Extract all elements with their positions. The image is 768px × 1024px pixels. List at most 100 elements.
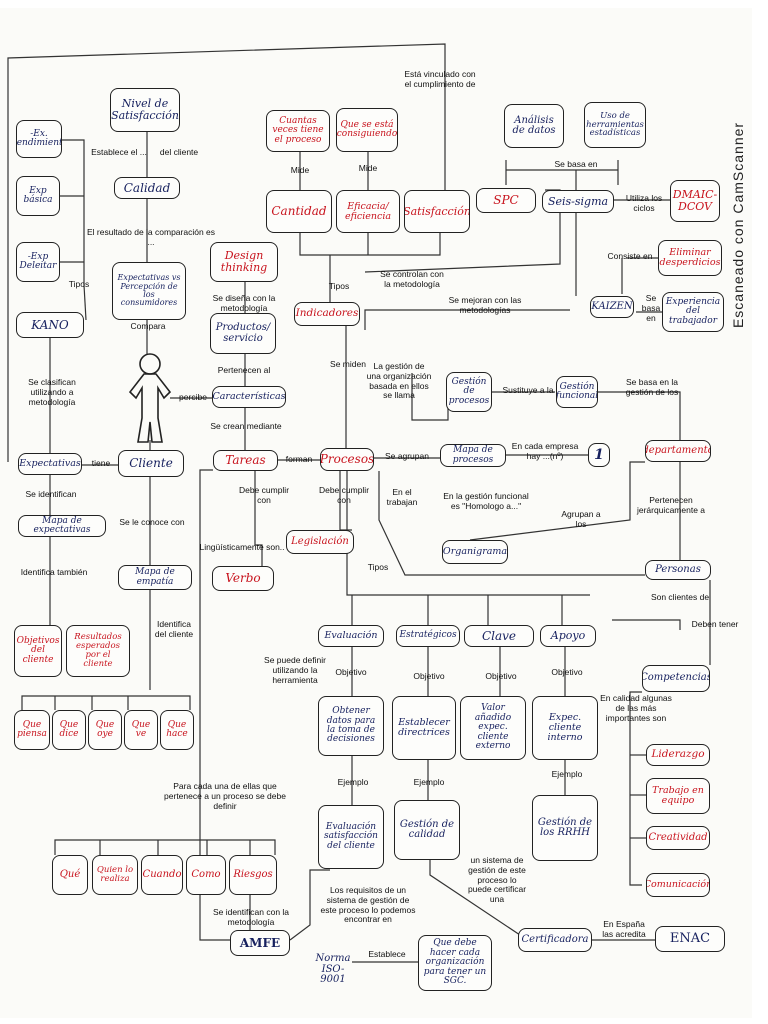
node-cliente: Cliente bbox=[118, 450, 184, 477]
node-p-cuando: Cuando bbox=[141, 855, 183, 895]
node-gestion-procesos: Gestión de procesos bbox=[446, 372, 492, 412]
node-nivel-satisfaccion: Nivel de Satisfacción bbox=[110, 88, 180, 132]
node-liderazgo: Liderazgo bbox=[646, 744, 710, 766]
label-requisitos: Los requisitos de un sistema de gestión … bbox=[320, 885, 416, 925]
node-que-dice: Que dice bbox=[52, 710, 86, 750]
node-legislacion: Legislación bbox=[286, 530, 354, 554]
label-mide-1: Mide bbox=[290, 165, 310, 175]
label-se-basa-en: Se basa en bbox=[554, 159, 598, 169]
node-productos-servicio: Productos/ servicio bbox=[210, 313, 276, 354]
node-uso-herramientas: Uso de herramientas estadísticas bbox=[584, 102, 646, 148]
node-evaluacion: Evaluación bbox=[318, 625, 384, 647]
label-objetivo-2: Objetivo bbox=[413, 671, 445, 681]
node-que-ve: Que ve bbox=[124, 710, 158, 750]
label-resultado-comparacion: El resultado de la comparación es ... bbox=[86, 227, 216, 247]
label-tipos-ind: Tipos bbox=[328, 281, 350, 291]
label-se-le-conoce: Se le conoce con bbox=[119, 517, 185, 527]
node-exp-deleitar: -Exp Deleitar bbox=[16, 242, 60, 282]
node-que-oye: Que oye bbox=[88, 710, 122, 750]
node-calidad: Calidad bbox=[114, 177, 180, 199]
node-dmaic: DMAIC- DCOV bbox=[670, 180, 720, 222]
node-gestion-rrhh: Gestión de los RRHH bbox=[532, 795, 598, 861]
label-se-miden: Se miden bbox=[330, 359, 366, 369]
node-indicadores: Indicadores bbox=[294, 302, 360, 326]
label-del-cliente: del cliente bbox=[159, 147, 199, 157]
label-ejemplo-3: Ejemplo bbox=[551, 769, 583, 779]
label-se-disena: Se diseña con la metodología bbox=[212, 293, 276, 313]
node-departamento: departamento bbox=[645, 440, 711, 462]
node-trabajo-equipo: Trabajo en equipo bbox=[646, 778, 710, 814]
node-comunicacion: Comunicación bbox=[646, 873, 710, 897]
node-estrategicos: Estratégicos bbox=[396, 625, 460, 647]
node-enac: ENAC bbox=[655, 926, 725, 952]
label-forman: forman bbox=[285, 454, 313, 464]
node-p-quien: Quien lo realiza bbox=[92, 855, 138, 895]
label-tipos-proc: Tipos bbox=[367, 562, 389, 572]
node-expec-cliente-interno: Expec. cliente interno bbox=[532, 696, 598, 760]
label-se-identifican: Se identifican bbox=[25, 489, 77, 499]
node-caracteristicas: Características bbox=[212, 386, 286, 408]
node-valor-anadido: Valor añadido expec. cliente externo bbox=[460, 696, 526, 760]
node-resultados-esperados: Resultados esperados por el cliente bbox=[66, 625, 130, 677]
label-pertenecen-jer: Pertenecen jerárquicamente a bbox=[636, 495, 706, 515]
node-amfe: AMFE bbox=[230, 930, 290, 956]
node-seis-sigma: Seis-sigma bbox=[542, 190, 614, 213]
node-tareas: Tareas bbox=[213, 450, 278, 471]
label-se-identifican-metodologia: Se identifican con la metodología bbox=[212, 907, 290, 927]
node-satisfaccion: Satisfacción bbox=[404, 190, 470, 233]
node-que-piensa: Que piensa bbox=[14, 710, 50, 750]
label-son-clientes: Son clientes de bbox=[650, 592, 710, 602]
label-identifica-cliente: Identifica del cliente bbox=[154, 619, 194, 639]
camscanner-watermark: Escaneado con CamScanner bbox=[730, 121, 747, 329]
label-percibe: percibe bbox=[179, 392, 207, 402]
label-objetivo-3: Objetivo bbox=[485, 671, 517, 681]
label-debe-cumplir-1: Debe cumplir con bbox=[238, 485, 290, 505]
node-mapa-procesos: Mapa de procesos bbox=[440, 444, 506, 467]
node-creatividad: Creatividad bbox=[646, 826, 710, 850]
node-kaizen: KAIZEN bbox=[590, 296, 634, 318]
label-identifica-tambien: Identifica también bbox=[20, 567, 88, 577]
label-pertenecen-al: Pertenecen al bbox=[217, 365, 271, 375]
node-gestion-calidad: Gestión de calidad bbox=[394, 800, 460, 860]
node-analisis-datos: Análisis de datos bbox=[504, 104, 564, 148]
node-personas: Personas bbox=[645, 560, 711, 580]
label-establece: Establece el ... bbox=[91, 147, 147, 157]
label-se-basa-gestion: Se basa en la gestión de los bbox=[625, 377, 679, 397]
label-vinculado: Está vinculado con el cumplimiento de bbox=[404, 69, 476, 89]
label-para-cada-una: Para cada una de ellas que pertenece a u… bbox=[164, 781, 286, 811]
label-homologo: En la gestión funcional es "Homologo a..… bbox=[443, 491, 529, 511]
node-cantidad-tiene-proceso: Cuantas veces tiene el proceso bbox=[266, 110, 330, 152]
node-exp-basica: Exp básica bbox=[16, 176, 60, 216]
label-puede-definir: Se puede definir utilizando la herramien… bbox=[264, 655, 326, 685]
label-consiste-en: Consiste en bbox=[607, 251, 653, 261]
label-se-agrupan: Se agrupan bbox=[385, 451, 429, 461]
node-cantidad: Cantidad bbox=[266, 190, 332, 233]
label-debe-cumplir-2: Debe cumplir con bbox=[318, 485, 370, 505]
node-clave: Clave bbox=[464, 625, 534, 647]
node-procesos: Procesos bbox=[320, 448, 374, 471]
label-objetivo-4: Objetivo bbox=[551, 667, 583, 677]
label-objetivo-1: Objetivo bbox=[335, 667, 367, 677]
node-kano: KANO bbox=[16, 312, 84, 338]
node-competencias: Competencias bbox=[642, 665, 710, 692]
label-tiene: tiene bbox=[91, 458, 111, 468]
node-uno: 1 bbox=[588, 443, 610, 467]
label-en-cada-empresa: En cada empresa hay ...(nº) bbox=[511, 441, 579, 461]
label-establece-2: Establece bbox=[368, 949, 406, 959]
node-spc: SPC bbox=[476, 188, 536, 213]
node-evaluacion-satisfaccion: Evaluación satisfacción del cliente bbox=[318, 805, 384, 869]
node-ex-rendimiento: -Ex. Rendimiento bbox=[16, 120, 62, 158]
label-gestion-organizacion: La gestión de una organización basada en… bbox=[366, 361, 432, 401]
node-mapa-empatia: Mapa de empatía bbox=[118, 565, 192, 590]
node-expectativas-percepcion: Expectativas vs Percepción de los consum… bbox=[112, 262, 186, 320]
label-se-basa-en-2: Se basa en bbox=[641, 293, 661, 323]
person-icon bbox=[128, 353, 172, 443]
node-que-se-esta-consiguiendo: Que se está consiguiendo bbox=[336, 108, 398, 152]
label-calidad-algunas: En calidad algunas de las más importante… bbox=[600, 693, 672, 723]
label-mide-2: Mide bbox=[358, 163, 378, 173]
node-experiencia-trabajador: Experiencia del trabajador bbox=[662, 292, 724, 332]
node-design-thinking: Design thinking bbox=[210, 242, 278, 282]
node-apoyo: Apoyo bbox=[540, 625, 596, 647]
label-agrupan-a: Agrupan a los bbox=[561, 509, 601, 529]
label-en-el-trabajan: En el trabajan bbox=[386, 487, 418, 507]
